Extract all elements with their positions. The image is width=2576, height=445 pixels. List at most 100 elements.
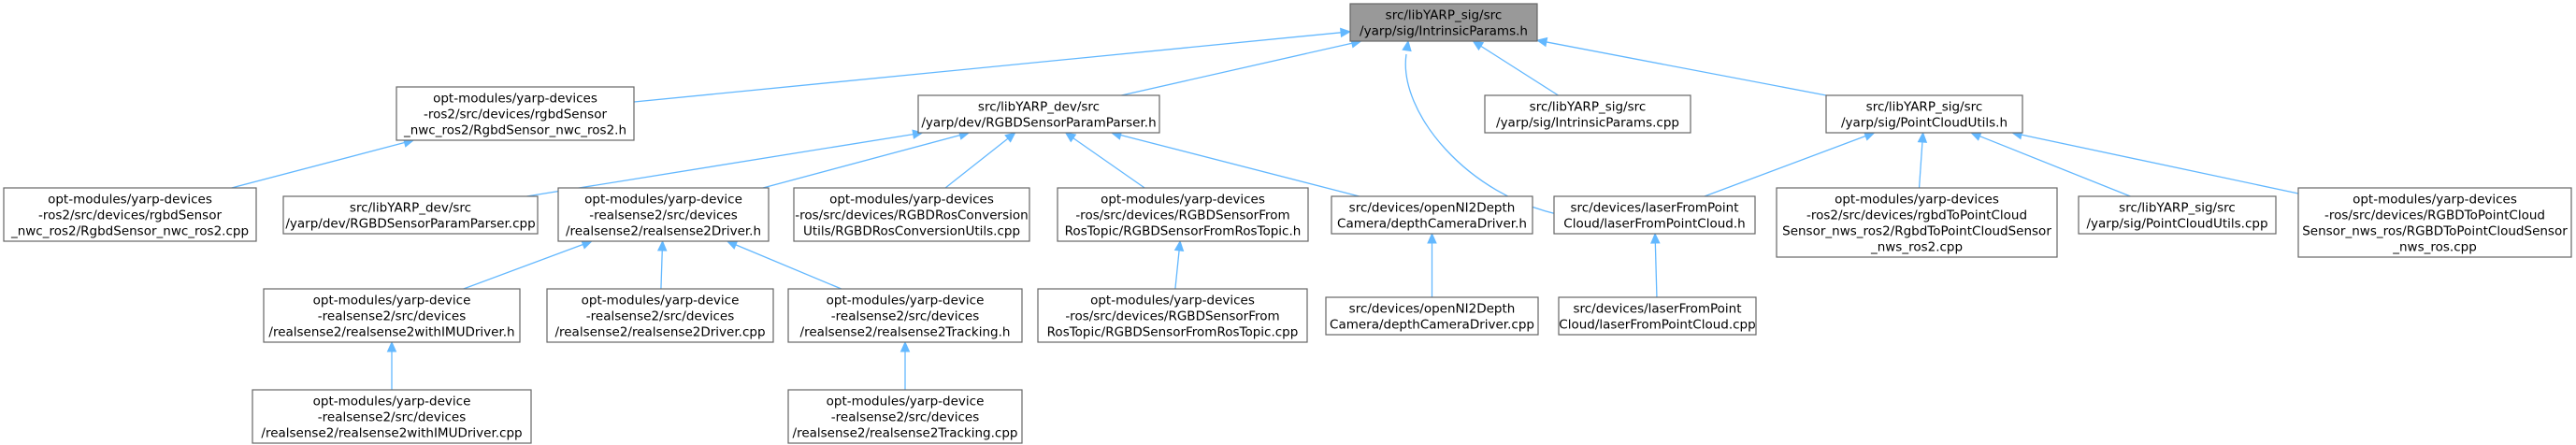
node-box <box>787 288 1023 343</box>
edge-rgbd-ros-conv-utils-cpp-to-rgbd-param-parser-h <box>944 132 1016 189</box>
node-label-line: Camera/depthCameraDriver.cpp <box>1330 318 1534 333</box>
node-label-line: /yarp/sig/IntrinsicParams.cpp <box>1496 116 1679 131</box>
node-label-line: /yarp/dev/RGBDSensorParamParser.h <box>921 116 1156 131</box>
node-box <box>282 195 539 235</box>
edge-rgbd-sensor-nwc-ros2-h-to-root <box>633 27 1352 103</box>
edge-arrowhead <box>1173 239 1185 251</box>
node-point-cloud-utils-h[interactable]: src/libYARP_sig/src/yarp/sig/PointCloudU… <box>1825 94 2023 134</box>
edge-arrowhead <box>1535 36 1548 48</box>
node-box <box>2078 195 2277 235</box>
node-label-line: _nwc_ros2/RgbdSensor_nwc_ros2.h <box>403 123 626 138</box>
edge-rgbd-from-ros-topic-cpp-to-rgbd-from-ros-topic-h <box>1173 239 1185 290</box>
edge-realsense2-driver-h-to-rgbd-param-parser-h <box>762 130 971 189</box>
node-rgbd-param-parser-h[interactable]: src/libYARP_dev/src/yarp/dev/RGBDSensorP… <box>917 94 1160 134</box>
edge-arrowhead <box>1340 27 1352 38</box>
node-rgbd-sensor-nwc-ros2-h[interactable]: opt-modules/yarp-devices-ros2/src/device… <box>396 86 635 141</box>
edge-line <box>1174 250 1180 290</box>
node-laser-from-point-cloud-cpp[interactable]: src/devices/laserFromPointCloud/laserFro… <box>1558 296 1757 336</box>
node-label-line: src/libYARP_dev/src <box>978 100 1100 115</box>
node-realsense2-driver-h[interactable]: opt-modules/yarp-device-realsense2/src/d… <box>557 187 770 242</box>
edge-line <box>944 137 1009 189</box>
edge-depth-camera-driver-cpp-to-depth-camera-driver-h <box>1427 232 1437 297</box>
node-box <box>1331 195 1533 235</box>
node-label-line: opt-modules/yarp-devices <box>2353 193 2517 208</box>
edge-laser-from-point-cloud-cpp-to-laser-from-point-cloud-h <box>1650 232 1661 298</box>
edge-arrowhead <box>1427 232 1437 244</box>
edge-arrowhead <box>1650 232 1661 244</box>
node-realsense2-driver-cpp[interactable]: opt-modules/yarp-device-realsense2/src/d… <box>546 288 774 343</box>
node-label-line: _nws_ros2.cpp <box>1870 240 1963 255</box>
node-rgbd-from-ros-topic-cpp[interactable]: opt-modules/yarp-devices-ros/src/devices… <box>1037 288 1308 343</box>
node-label-line: opt-modules/yarp-devices <box>1835 193 1999 208</box>
edge-line <box>633 32 1342 103</box>
node-root[interactable]: src/libYARP_sig/src/yarp/sig/IntrinsicPa… <box>1349 3 1538 42</box>
edge-realsense2-with-imu-h-to-realsense2-driver-h <box>463 239 593 290</box>
node-intrinsic-cpp[interactable]: src/libYARP_sig/src/yarp/sig/IntrinsicPa… <box>1484 94 1691 134</box>
node-box <box>263 288 521 343</box>
node-label-line: src/devices/laserFromPoint <box>1573 302 1741 317</box>
node-label-line: -ros2/src/devices/rgbdSensor <box>38 208 222 223</box>
node-box <box>787 389 1023 444</box>
edge-realsense2-tracking-cpp-to-realsense2-tracking-h <box>899 340 911 390</box>
node-box <box>546 288 774 343</box>
edge-intrinsic-cpp-to-root <box>1472 40 1559 96</box>
node-label-line: opt-modules/yarp-device <box>313 395 471 409</box>
edge-line <box>231 141 405 189</box>
node-label-line: /yarp/sig/PointCloudUtils.cpp <box>2086 217 2267 232</box>
edge-line <box>1072 137 1145 189</box>
edge-line <box>1121 42 1353 96</box>
node-label-line: /realsense2/realsense2Driver.cpp <box>554 325 765 340</box>
node-realsense2-tracking-h[interactable]: opt-modules/yarp-device-realsense2/src/d… <box>787 288 1023 343</box>
node-rgbd-to-point-cloud-nws-ros2-cpp[interactable]: opt-modules/yarp-devices-ros2/src/device… <box>1776 187 2058 258</box>
node-label-line: opt-modules/yarp-device <box>582 294 740 309</box>
node-label-line: -ros/src/devices/RGBDSensorFrom <box>1075 208 1289 223</box>
node-label-line: opt-modules/yarp-device <box>827 294 985 309</box>
node-box <box>1776 187 2058 258</box>
node-label-line: -realsense2/src/devices <box>318 410 466 425</box>
node-box <box>1349 3 1538 42</box>
node-realsense2-with-imu-h[interactable]: opt-modules/yarp-device-realsense2/src/d… <box>263 288 521 343</box>
edge-arrowhead <box>1917 131 1928 143</box>
node-label-line: Utils/RGBDRosConversionUtils.cpp <box>803 224 1020 239</box>
node-box <box>1037 288 1308 343</box>
node-rgbd-param-parser-cpp[interactable]: src/libYARP_dev/src/yarp/dev/RGBDSensorP… <box>282 195 539 235</box>
node-label-line: Cloud/laserFromPointCloud.cpp <box>1559 318 1755 333</box>
node-laser-from-point-cloud-h[interactable]: src/devices/laserFromPointCloud/laserFro… <box>1553 195 1756 235</box>
node-rgbd-to-point-cloud-nws-ros-cpp[interactable]: opt-modules/yarp-devices-ros/src/devices… <box>2297 187 2572 258</box>
node-realsense2-with-imu-cpp[interactable]: opt-modules/yarp-device-realsense2/src/d… <box>252 389 532 444</box>
edge-realsense2-tracking-h-to-realsense2-driver-h <box>726 240 842 290</box>
edge-rgbd-from-ros-topic-h-to-rgbd-param-parser-h <box>1064 132 1145 189</box>
edge-line <box>660 250 663 290</box>
node-label-line: opt-modules/yarp-devices <box>1090 294 1255 309</box>
node-rgbd-ros-conv-utils-cpp[interactable]: opt-modules/yarp-devices-ros/src/devices… <box>793 187 1030 242</box>
edge-rgbd-sensor-nwc-ros2-cpp-to-rgbd-sensor-nwc-ros2-h <box>231 137 415 189</box>
edge-line <box>1480 45 1559 96</box>
edge-rgbd-to-point-cloud-nws-ros2-cpp-to-point-cloud-utils-h <box>1917 131 1928 189</box>
node-label-line: -realsense2/src/devices <box>586 309 734 324</box>
node-realsense2-tracking-cpp[interactable]: opt-modules/yarp-device-realsense2/src/d… <box>787 389 1023 444</box>
node-label-line: RosTopic/RGBDSensorFromRosTopic.h <box>1065 224 1302 239</box>
edge-arrowhead <box>656 239 668 251</box>
node-box <box>1553 195 1756 235</box>
edge-line <box>1979 136 2131 197</box>
node-label-line: Cloud/laserFromPointCloud.h <box>1563 217 1745 232</box>
node-box <box>1325 296 1539 336</box>
node-label-line: /realsense2/realsense2withIMUDriver.h <box>268 325 514 340</box>
node-depth-camera-driver-h[interactable]: src/devices/openNI2DepthCamera/depthCame… <box>1331 195 1533 235</box>
node-label-line: /yarp/sig/IntrinsicParams.h <box>1360 24 1528 39</box>
node-rgbd-sensor-nwc-ros2-cpp[interactable]: opt-modules/yarp-devices-ros2/src/device… <box>3 187 257 242</box>
node-depth-camera-driver-cpp[interactable]: src/devices/openNI2DepthCamera/depthCame… <box>1325 296 1539 336</box>
edge-arrowhead <box>899 340 911 352</box>
node-label-line: -realsense2/src/devices <box>831 309 979 324</box>
node-label-line: src/libYARP_sig/src <box>1386 8 1503 23</box>
edge-rgbd-param-parser-h-to-root <box>1121 38 1362 96</box>
edge-realsense2-with-imu-cpp-to-realsense2-with-imu-h <box>386 340 397 390</box>
node-label-line: Camera/depthCameraDriver.h <box>1337 217 1527 232</box>
edge-line <box>735 244 842 290</box>
node-label-line: Sensor_nws_ros/RGBDToPointCloudSensor <box>2302 224 2568 239</box>
node-label-line: -realsense2/src/devices <box>831 410 979 425</box>
node-point-cloud-utils-cpp[interactable]: src/libYARP_sig/src/yarp/sig/PointCloudU… <box>2078 195 2277 235</box>
edge-arrowhead <box>1004 132 1016 143</box>
node-rgbd-from-ros-topic-h[interactable]: opt-modules/yarp-devices-ros/src/devices… <box>1057 187 1309 242</box>
